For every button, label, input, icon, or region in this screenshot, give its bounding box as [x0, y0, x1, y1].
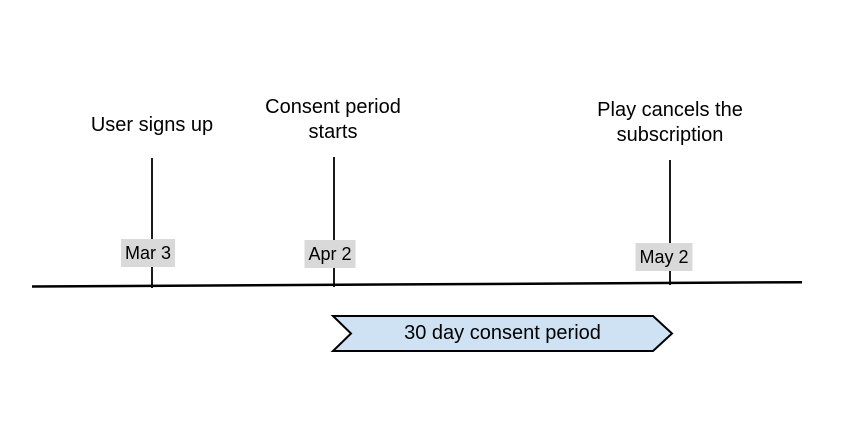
date-badge-mar-3: Mar 3: [120, 239, 176, 267]
consent-period-banner-label: 30 day consent period: [404, 322, 601, 344]
event-label-line: User signs up: [90, 114, 214, 136]
event-label-play-cancels-subscription: Play cancels the subscription: [597, 98, 743, 148]
timeline-axis: [31, 280, 803, 288]
event-label-line: Consent period: [265, 96, 401, 118]
event-label-line: Play cancels the: [597, 99, 743, 121]
consent-period-banner-shape: [330, 315, 674, 352]
date-badge-may-2: May 2: [635, 243, 693, 271]
date-badge-apr-2: Apr 2: [304, 240, 356, 268]
event-label-line: starts: [308, 121, 358, 143]
event-label-consent-period-starts: Consent period starts: [265, 95, 401, 145]
event-label-line: subscription: [616, 124, 724, 146]
event-label-user-signs-up: User signs up: [91, 113, 213, 138]
